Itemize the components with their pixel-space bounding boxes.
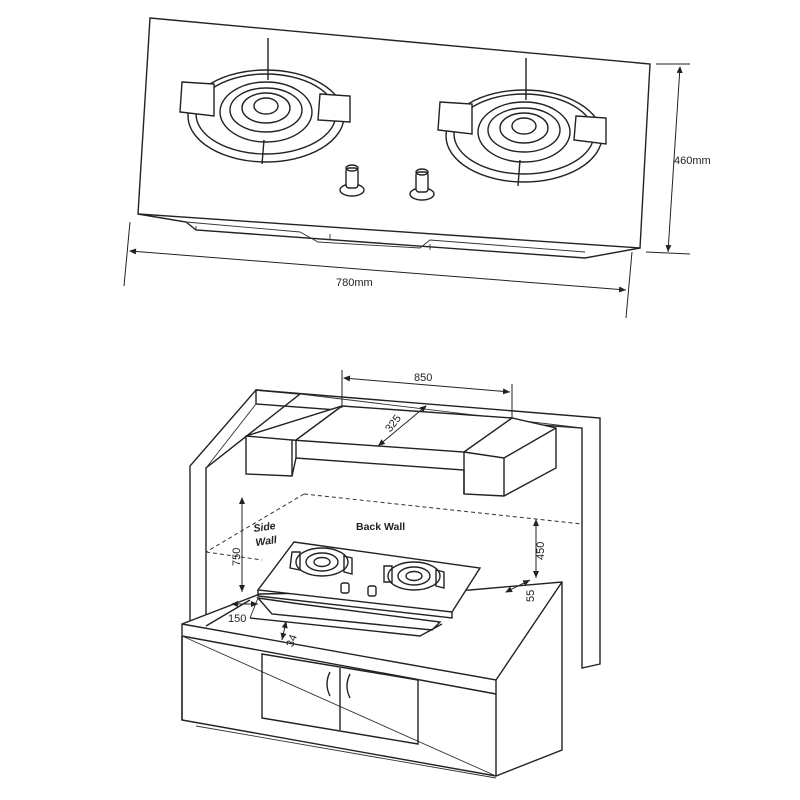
back-wall-label: Back Wall	[356, 521, 405, 533]
hood-width-dimension: 850	[341, 370, 513, 418]
back-height-label: 450	[535, 542, 547, 560]
left-burner	[179, 38, 351, 165]
right-door-handle	[346, 673, 351, 699]
right-knob-icon	[409, 168, 435, 201]
back-height-dimension: 450	[533, 519, 547, 578]
installed-left-knob-icon	[340, 582, 350, 594]
hood-width-label: 850	[414, 372, 432, 384]
back-wall-height-line	[303, 493, 583, 525]
range-hood	[245, 405, 557, 497]
cabinet-diagonal	[181, 635, 497, 777]
hob-front-lip	[185, 221, 586, 253]
side-wall-label-1: Side	[253, 520, 277, 535]
hob-top-view: 780mm 460mm	[123, 17, 711, 319]
side-height-dimension: 750	[231, 497, 245, 592]
left-knob-icon	[339, 164, 365, 197]
left-door-handle	[326, 671, 331, 697]
installed-right-knob-icon	[367, 585, 377, 597]
cabinet-doors	[261, 653, 419, 745]
side-wall-label-2: Wall	[255, 534, 279, 549]
width-label: 780mm	[336, 277, 373, 289]
side-wall-height-line	[205, 493, 305, 553]
depth-label: 460mm	[674, 155, 711, 167]
installation-view: 850 325 Side Wall Back Wall 750 450	[181, 370, 601, 779]
cabinet	[181, 581, 563, 779]
width-dimension: 780mm	[123, 221, 633, 319]
front-gap-label: 34	[284, 633, 299, 649]
back-gap-label: 55	[525, 590, 537, 602]
right-burner	[437, 58, 607, 187]
depth-dimension: 460mm	[645, 63, 711, 255]
front-gap-dimension: 34	[280, 621, 300, 649]
hob-front-edge	[137, 213, 641, 259]
installed-hob	[256, 541, 482, 619]
back-gap-dimension: 55	[505, 579, 537, 602]
counter-cutout	[256, 597, 442, 631]
side-gap-dimension: 150	[228, 601, 258, 625]
hob-glass-panel	[137, 17, 651, 249]
side-gap-label: 150	[228, 613, 246, 625]
side-height-label: 750	[231, 548, 243, 566]
